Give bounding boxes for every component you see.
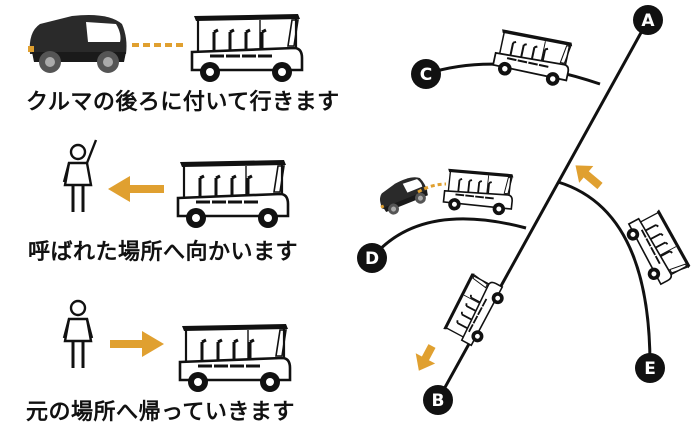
golf-cart-icon: [190, 12, 304, 84]
node-a: A: [633, 5, 663, 35]
node-b: B: [423, 385, 453, 415]
golf-cart-icon: [176, 158, 290, 230]
svg-text:A: A: [641, 11, 655, 31]
caption-go-to-caller: 呼ばれた場所へ向かいます: [28, 240, 299, 265]
arrow-icon-down-left: [415, 344, 436, 371]
node-e: E: [635, 353, 665, 383]
svg-text:D: D: [365, 249, 379, 269]
arrow-icon-right: [110, 331, 164, 357]
golf-cart-icon: [490, 26, 576, 90]
route-branch-d: [370, 217, 527, 259]
arrow-icon-up-left: [575, 165, 603, 190]
person-waving-icon: [62, 138, 98, 214]
caption-follow-car: クルマの後ろに付いて行きます: [26, 90, 340, 115]
caption-return-home: 元の場所へ帰っていきます: [26, 400, 295, 425]
car-icon: [374, 172, 432, 219]
route-branch-e: [557, 180, 652, 366]
golf-cart-icon: [178, 322, 292, 394]
car-icon: [28, 15, 127, 73]
svg-text:E: E: [644, 359, 656, 379]
svg-text:B: B: [432, 391, 445, 411]
node-c: C: [411, 59, 441, 89]
golf-cart-icon: [440, 270, 510, 350]
arrow-icon-left: [108, 176, 164, 202]
svg-text:C: C: [420, 65, 432, 85]
follow-link-dashed: [417, 182, 447, 194]
golf-cart-icon: [621, 206, 693, 289]
person-icon: [62, 299, 94, 370]
node-d: D: [357, 243, 387, 273]
golf-cart-icon: [441, 166, 516, 218]
